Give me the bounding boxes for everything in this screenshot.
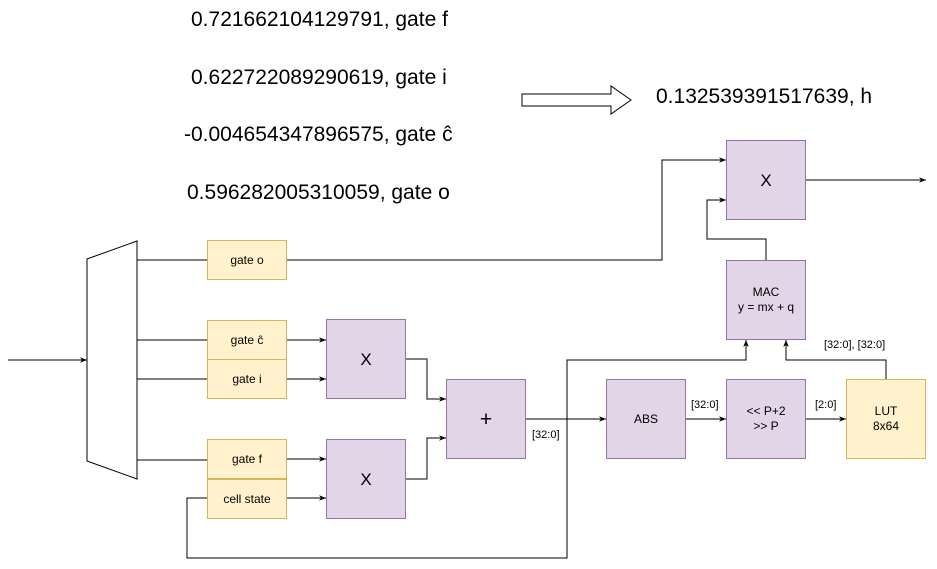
adder-block: + <box>446 379 526 459</box>
gate-i-value: 0.622722089290619, gate i <box>191 66 447 89</box>
demux-block <box>86 240 138 480</box>
gate-f-block: gate f <box>207 439 287 479</box>
cell-state-block: cell state <box>207 479 287 519</box>
h-value: 0.132539391517639, h <box>656 85 873 108</box>
lut-label-line1: LUT <box>874 404 898 418</box>
gate-f-value: 0.721662104129791, gate f <box>191 8 448 31</box>
shift-out-width-label: [2:0] <box>815 399 837 411</box>
gate-o-value: 0.596282005310059, gate o <box>187 181 450 204</box>
gate-i-block: gate i <box>207 359 287 399</box>
mac-label-line1: MAC <box>752 285 780 299</box>
gate-c-value: -0.004654347896575, gate ĉ <box>184 123 453 146</box>
abs-block: ABS <box>606 379 686 459</box>
multiplier-bottom-block: X <box>326 439 406 519</box>
shift-label-line1: << P+2 <box>746 404 786 418</box>
shift-label-line2: >> P <box>753 419 779 433</box>
lut-out-width-label: [32:0], [32:0] <box>824 339 886 351</box>
adder-out-width-label: [32:0] <box>532 429 560 441</box>
gate-o-block: gate o <box>207 240 287 280</box>
lut-block: LUT 8x64 <box>846 379 926 459</box>
gate-c-block: gate ĉ <box>207 320 287 360</box>
mac-block: MAC y = mx + q <box>726 260 806 340</box>
mac-label-line2: y = mx + q <box>737 300 795 314</box>
result-arrow-icon <box>521 85 632 115</box>
lut-label-line2: 8x64 <box>872 419 900 433</box>
abs-out-width-label: [32:0] <box>691 399 719 411</box>
shift-block: << P+2 >> P <box>726 379 806 459</box>
multiplier-output-block: X <box>726 140 806 220</box>
multiplier-top-block: X <box>326 319 406 399</box>
